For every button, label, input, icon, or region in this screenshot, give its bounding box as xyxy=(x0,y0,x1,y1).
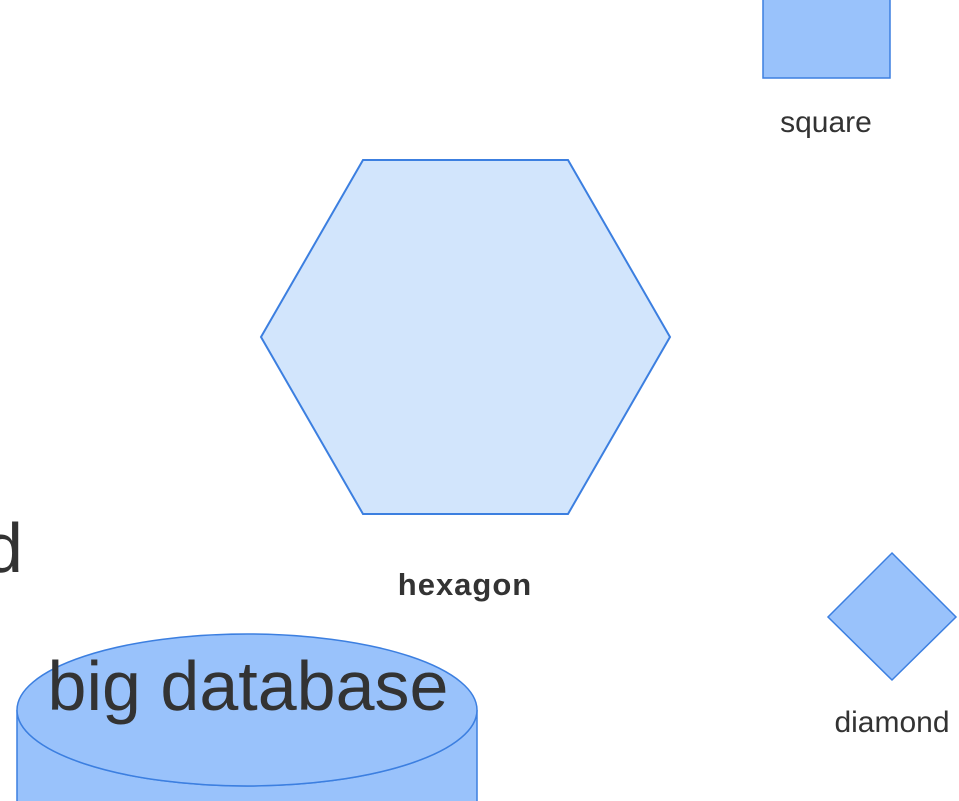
partial-node-label: d xyxy=(0,509,23,587)
diamond-shape xyxy=(826,551,958,682)
diamond-label: diamond xyxy=(834,706,949,739)
square-label: square xyxy=(780,106,872,139)
database-label: big database xyxy=(48,647,449,725)
database-top xyxy=(16,633,478,787)
hexagon-shape xyxy=(259,159,672,515)
hexagon-node[interactable]: hexagon xyxy=(259,159,672,602)
big-database-node[interactable]: big database xyxy=(16,633,478,801)
hexagon-label: hexagon xyxy=(398,567,532,602)
square-node[interactable]: square xyxy=(762,0,891,139)
diamond-node[interactable]: diamond xyxy=(826,551,958,739)
square-shape xyxy=(762,0,891,79)
